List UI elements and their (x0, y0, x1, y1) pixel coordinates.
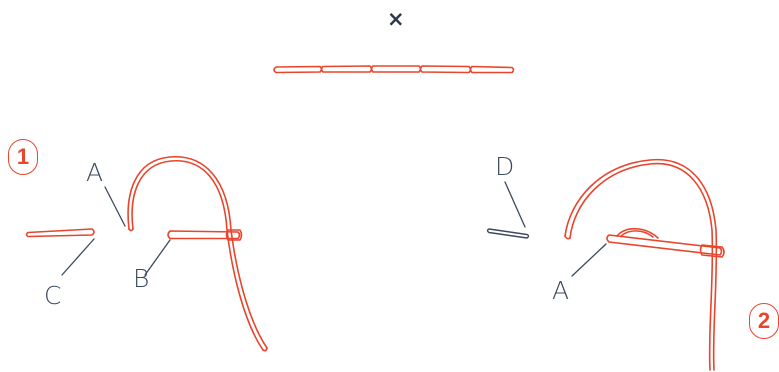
piece-d (486, 228, 530, 239)
frame-arch (127, 156, 268, 352)
label-d-step2: D (495, 152, 515, 181)
step-1-badge: 1 (8, 139, 38, 175)
leader-b1 (144, 239, 171, 276)
label-c-step1: C (44, 281, 62, 310)
piece-c (25, 228, 95, 238)
segment-strip (273, 65, 515, 74)
bar-a-2 (606, 227, 725, 258)
bar-b (167, 229, 243, 241)
frame-arch-2 (564, 158, 718, 371)
leader-a2 (571, 243, 607, 277)
multiplier-symbol: × (387, 7, 405, 31)
label-a-step1: A (86, 158, 104, 187)
leader-a1 (104, 186, 126, 227)
label-a-step2: A (552, 276, 570, 305)
leader-d2 (504, 181, 526, 228)
label-b-step1: B (133, 264, 150, 293)
step-2-badge: 2 (749, 303, 779, 339)
leader-c1 (61, 238, 95, 276)
